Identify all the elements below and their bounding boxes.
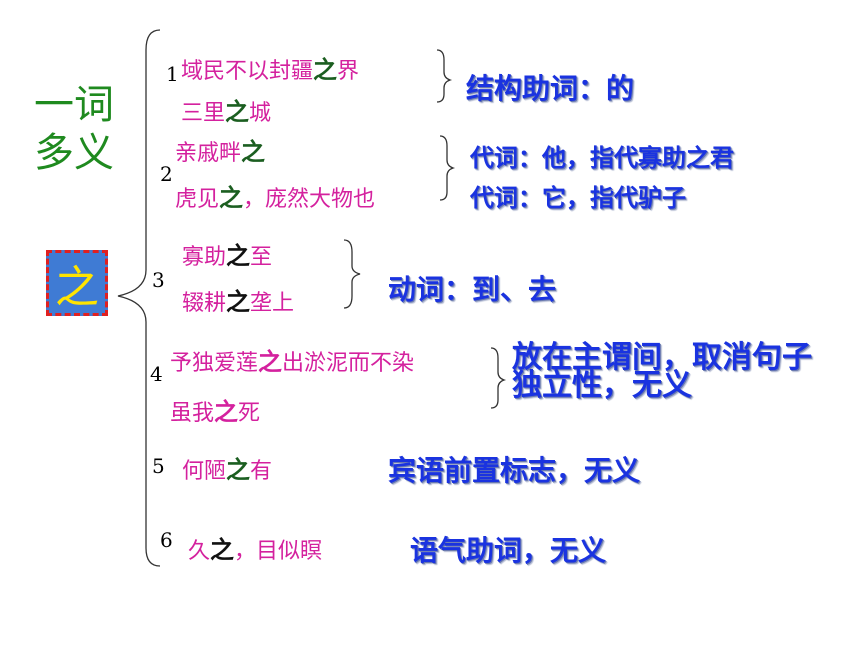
item-1-example-2: 三里之城: [181, 97, 272, 126]
brace-1: [436, 49, 453, 103]
item-4-example-2: 虽我之死: [170, 397, 261, 426]
item-1-number: 1: [166, 62, 179, 86]
item-4-meaning-1: 放在主谓间，取消句子: [512, 340, 812, 375]
brace-4: [490, 347, 507, 409]
item-1-meaning: 结构助词：的: [466, 72, 635, 105]
brace-2: [439, 135, 456, 201]
item-3-meaning: 动词：到、去: [388, 273, 557, 306]
title-line-1: 一词: [34, 82, 114, 128]
item-2-meaning-1: 代词：他，指代寡助之君: [470, 144, 734, 172]
item-5-meaning: 宾语前置标志，无义: [388, 454, 641, 487]
item-4-meaning-2: 独立性，无义: [512, 368, 692, 403]
item-2-meaning-2: 代词：它，指代驴子: [470, 184, 686, 212]
item-3-example-2: 辍耕之垄上: [182, 287, 295, 316]
item-4-example-1: 予独爱莲之出淤泥而不染: [170, 347, 415, 376]
item-3-number: 3: [152, 268, 165, 292]
item-2-example-2: 虎见之，庞然大物也: [175, 183, 376, 212]
item-1-example-1: 域民不以封疆之界: [181, 55, 360, 84]
item-5-number: 5: [152, 454, 165, 478]
main-brace: [117, 29, 161, 567]
item-3-example-1: 寡助之至: [182, 241, 273, 270]
title-line-2: 多义: [34, 130, 114, 176]
item-4-number: 4: [150, 362, 163, 386]
item-6-meaning: 语气助词，无义: [410, 534, 607, 567]
center-char: 之: [55, 262, 99, 313]
center-char-box: 之: [46, 250, 108, 316]
item-5-example-1: 何陋之有: [182, 455, 273, 484]
brace-3: [343, 239, 361, 309]
item-6-example-1: 久之，目似瞑: [188, 535, 323, 564]
item-6-number: 6: [160, 528, 173, 552]
item-2-number: 2: [160, 162, 173, 186]
item-2-example-1: 亲戚畔之: [175, 137, 266, 166]
